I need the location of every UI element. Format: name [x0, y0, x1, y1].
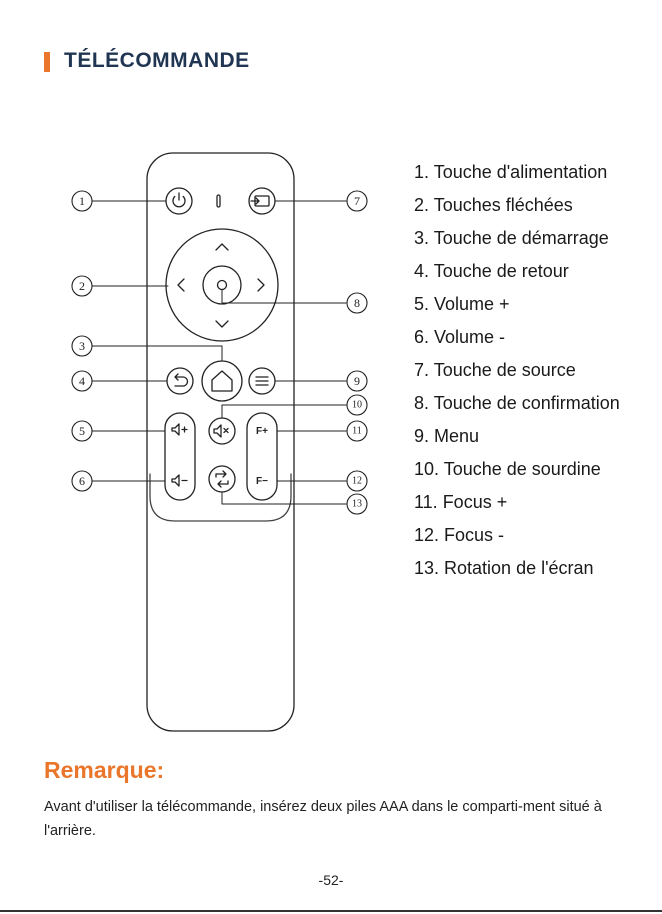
callout-number-13: 13 — [352, 499, 362, 510]
ok-icon — [216, 279, 228, 291]
callout-circle-3 — [71, 335, 93, 357]
callout-circle-8 — [346, 292, 368, 314]
callout-lines — [91, 200, 347, 505]
mute-icon — [213, 424, 229, 438]
callout-circle-1 — [71, 190, 93, 212]
callout-number-9: 9 — [354, 374, 360, 388]
legend-item: 8. Touche de confirmation — [414, 393, 620, 413]
callout-number-11: 11 — [352, 426, 362, 437]
callout-circle-13 — [346, 493, 368, 515]
callout-number-5: 5 — [79, 424, 85, 438]
legend-item: 13. Rotation de l'écran — [414, 558, 594, 578]
page-number: -52- — [318, 872, 344, 888]
arrow-down-icon — [215, 320, 229, 328]
home-icon — [211, 370, 233, 392]
callout-number-10: 10 — [352, 400, 362, 411]
focus-minus-label: F− — [256, 476, 268, 487]
callout-circle-10 — [346, 394, 368, 416]
callout-circle-9 — [346, 370, 368, 392]
legend-item: 2. Touches fléchées — [414, 195, 573, 215]
callout-number-7: 7 — [354, 194, 360, 208]
callout-number-8: 8 — [354, 296, 360, 310]
legend-item: 3. Touche de démarrage — [414, 228, 609, 248]
volume-down-icon — [171, 474, 188, 487]
callout-number-2: 2 — [79, 279, 85, 293]
legend-item: 9. Menu — [414, 426, 480, 446]
note-title: Remarque: — [44, 757, 165, 783]
page-title: TÉLÉCOMMANDE — [64, 49, 250, 72]
arrow-up-icon — [215, 243, 229, 251]
arrow-right-icon — [257, 278, 265, 292]
header-accent-bar — [44, 52, 50, 72]
indicator-led — [216, 194, 221, 208]
callout-circle-11 — [346, 420, 368, 442]
back-icon — [174, 373, 189, 387]
legend-item: 10. Touche de sourdine — [414, 459, 601, 479]
menu-button — [248, 367, 276, 395]
home-button — [201, 360, 243, 402]
callout-circle-4 — [71, 370, 93, 392]
callout-circle-6 — [71, 470, 93, 492]
focus-plus-label: F+ — [256, 426, 268, 437]
callout-number-6: 6 — [79, 474, 85, 488]
note-text: Avant d'utiliser la télécommande, insére… — [44, 799, 602, 839]
callout-number-1: 1 — [79, 194, 85, 208]
callout-circle-5 — [71, 420, 93, 442]
volume-rocker — [164, 412, 196, 501]
callout-number-12: 12 — [352, 476, 362, 487]
rotate-button — [208, 465, 236, 493]
back-button — [166, 367, 194, 395]
dpad — [165, 228, 279, 342]
callout-number-3: 3 — [79, 339, 85, 353]
legend-item: 6. Volume - — [414, 327, 506, 347]
legend-item: 4. Touche de retour — [414, 261, 569, 281]
volume-up-icon — [171, 423, 188, 436]
focus-rocker — [246, 412, 278, 501]
rotate-icon — [215, 470, 229, 488]
menu-icon — [255, 376, 269, 386]
callout-circle-7 — [346, 190, 368, 212]
mute-button — [208, 417, 236, 445]
legend-item: 12. Focus - — [414, 525, 505, 545]
callout-circle-12 — [346, 470, 368, 492]
button-legend: 1. Touche d'alimentation 2. Touches fléc… — [414, 160, 620, 589]
bottom-rule — [0, 910, 662, 912]
remote-body — [146, 152, 295, 732]
callout-number-4: 4 — [79, 374, 85, 388]
power-button — [165, 187, 193, 215]
remote-lower-outline — [149, 473, 292, 522]
legend-item: 5. Volume + — [414, 294, 510, 314]
legend-item: 7. Touche de source — [414, 360, 576, 380]
callout-circle-2 — [71, 275, 93, 297]
arrow-left-icon — [177, 278, 185, 292]
legend-item: 1. Touche d'alimentation — [414, 162, 608, 182]
legend-item: 11. Focus + — [414, 492, 508, 512]
source-button — [248, 187, 276, 215]
